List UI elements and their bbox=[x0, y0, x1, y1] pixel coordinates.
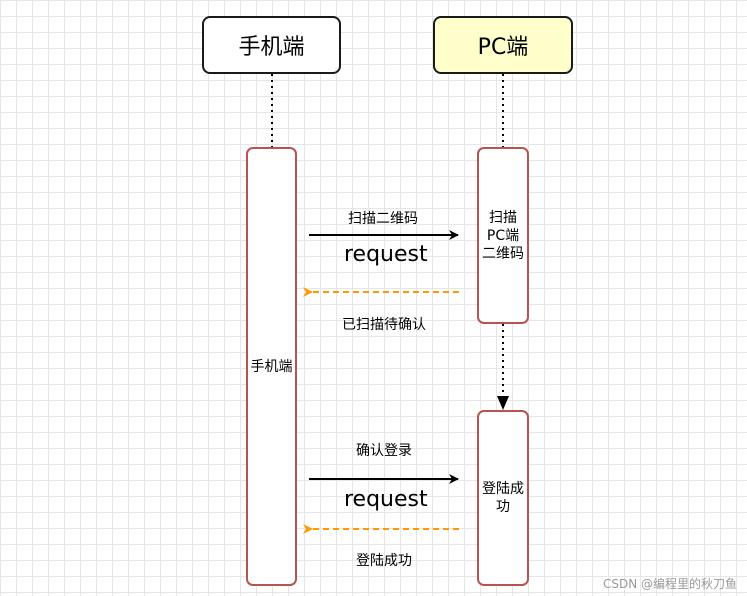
scan-request-label: request bbox=[344, 242, 428, 267]
confirm-response-label: 登陆成功 bbox=[356, 553, 412, 569]
pc-transition-arrowhead bbox=[497, 396, 509, 410]
scan-message-label: 扫描二维码 bbox=[348, 211, 418, 227]
confirm-request-label: request bbox=[344, 487, 428, 512]
pc-scan-label-line3: 二维码 bbox=[482, 245, 524, 262]
pc-scan-label-line1: 扫描 bbox=[489, 209, 517, 226]
pc-actor-label: PC端 bbox=[477, 35, 529, 60]
pc-scan-label-line2: PC端 bbox=[486, 227, 520, 244]
scan-response-label: 已扫描待确认 bbox=[342, 317, 426, 333]
phone-activation-box: 手机端 bbox=[246, 147, 297, 586]
phone-activation-label: 手机端 bbox=[250, 358, 293, 375]
phone-actor-label: 手机端 bbox=[238, 35, 305, 60]
phone-actor-box: 手机端 bbox=[202, 16, 341, 74]
pc-login-activation-box: 登陆成 功 bbox=[477, 410, 529, 586]
pc-scan-activation-box: 扫描 PC端 二维码 bbox=[477, 147, 529, 324]
pc-actor-box: PC端 bbox=[433, 16, 573, 74]
confirm-message-label: 确认登录 bbox=[356, 443, 412, 459]
pc-login-label-line2: 功 bbox=[496, 499, 510, 515]
pc-login-label-line1: 登陆成 bbox=[482, 481, 524, 497]
watermark: CSDN @编程里的秋刀鱼 bbox=[602, 577, 737, 591]
